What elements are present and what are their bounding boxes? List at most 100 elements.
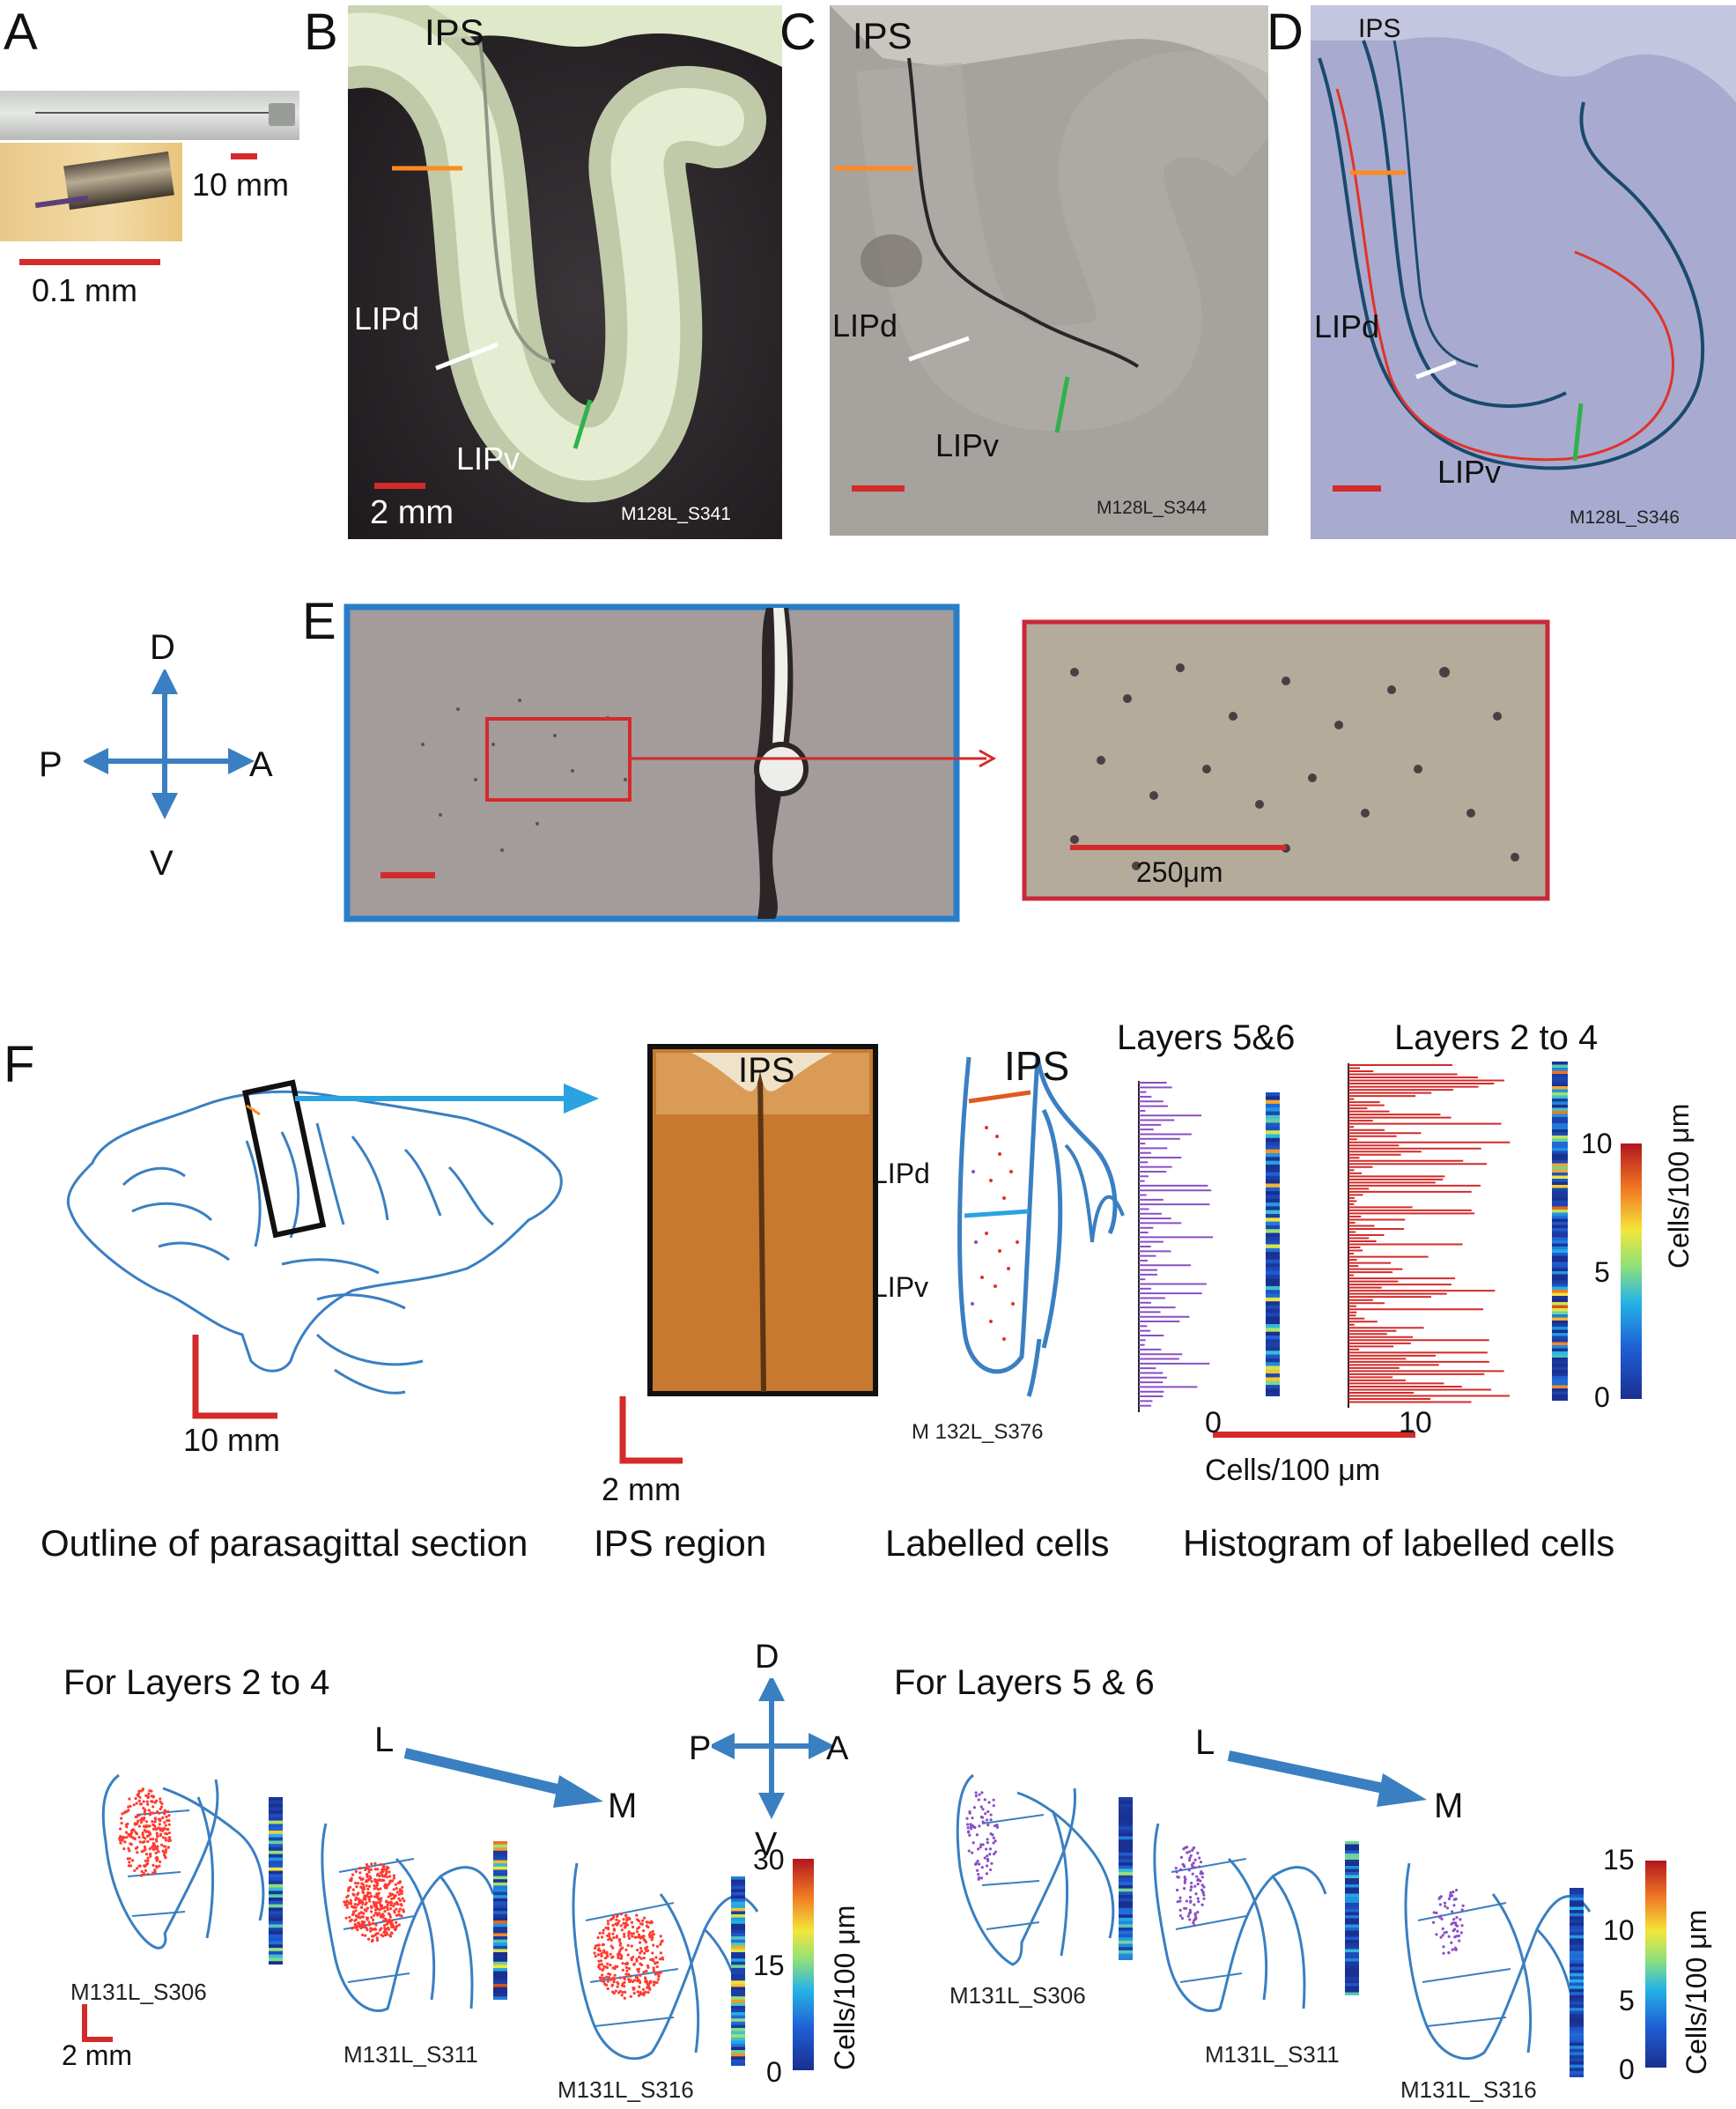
heatbar-cell <box>1570 1903 1584 1907</box>
heatbar-cell <box>1570 1986 1584 1990</box>
scale-label-bottom: 2 mm <box>62 2039 132 2071</box>
labelled-cell-dot <box>166 1828 170 1832</box>
heatbar-cell <box>1552 1333 1568 1336</box>
heatbar-cell <box>1552 1210 1568 1213</box>
heatbar-cell <box>731 2050 745 2054</box>
labelled-cell-dot <box>600 1963 603 1966</box>
labelled-cell-dot <box>654 1961 657 1965</box>
heatbar-cell <box>1552 1136 1568 1139</box>
labelled-cell-dot <box>597 1959 601 1963</box>
heatbar-cell <box>1552 1345 1568 1349</box>
marker-green <box>1054 376 1070 433</box>
labelled-cell-dot <box>379 1887 382 1891</box>
labelled-cell-dot <box>1439 1914 1443 1918</box>
heatbar-cell <box>1552 1062 1568 1065</box>
labelled-cell-dot <box>601 1973 604 1977</box>
heatbar-cell <box>1552 1064 1568 1069</box>
labelled-cell-dot <box>1180 1916 1185 1920</box>
heatbar-cell <box>1552 1123 1568 1127</box>
labelled-cell-dot <box>1439 1895 1443 1898</box>
scale-bar-d <box>1333 485 1381 492</box>
labelled-cell-dot <box>985 1818 989 1822</box>
labelled-cell-dot <box>606 1922 610 1926</box>
heatbar-cell <box>1552 1247 1568 1250</box>
heatbar-cell <box>1266 1164 1280 1169</box>
orient-v: V <box>150 844 174 883</box>
heatbar-cell <box>1570 1897 1584 1901</box>
labelled-cell-dot <box>986 1809 990 1814</box>
label-ips-d: IPS <box>1358 14 1401 43</box>
labelled-cell-dot <box>625 1969 629 1972</box>
heatbar-cell <box>493 1847 507 1852</box>
heatbar-cell <box>1119 1797 1133 1802</box>
section-label-right-306: M131L_S306 <box>949 1982 1086 2009</box>
labelled-cell-dot <box>150 1846 154 1849</box>
heatbar-cell <box>1345 1952 1359 1956</box>
labelled-cell-dot <box>365 1867 368 1870</box>
labelled-cell-dot <box>127 1809 130 1812</box>
heatbar-cell <box>1345 1915 1359 1919</box>
labelled-cell-dot <box>615 1935 618 1939</box>
labelled-cell-dot <box>623 1984 626 1988</box>
label-ips-c: IPS <box>853 15 912 56</box>
heatbar-left-316 <box>731 1876 745 2066</box>
labelled-cell-dot <box>375 1873 379 1877</box>
heatbar-cell <box>269 1883 283 1889</box>
labelled-cell-dot <box>602 1950 605 1954</box>
heatbar-cell <box>1570 2042 1584 2046</box>
heatbar-cell <box>1266 1346 1280 1351</box>
labelled-cell-dot <box>1197 1865 1201 1868</box>
labelled-cell-dot <box>393 1911 396 1914</box>
heatbar-cell <box>1266 1385 1280 1389</box>
labelled-cell-dot <box>345 1906 349 1909</box>
labelled-cell-dot <box>986 1859 990 1862</box>
heatbar-cell <box>1552 1142 1568 1145</box>
labelled-cell-dot <box>602 1928 605 1932</box>
heatbar-cell <box>1119 1865 1133 1869</box>
labelled-cell-dot <box>373 1913 376 1917</box>
heatbar-cell <box>1119 1868 1133 1873</box>
heatbar-cell <box>1570 2010 1584 2015</box>
heatbar-cell <box>1552 1126 1568 1130</box>
heatbar-cell <box>269 1954 283 1958</box>
labelled-cell-dot <box>1199 1879 1202 1883</box>
label-lipv-d: LIPv <box>1437 454 1502 490</box>
heatbar-cell <box>1570 1944 1584 1949</box>
section-left-316 <box>572 1862 759 2062</box>
labelled-cell-dot <box>155 1832 159 1835</box>
heatbar-cell <box>1266 1282 1280 1287</box>
labelled-cell-dot <box>144 1830 148 1833</box>
cbar-right-tick-15: 15 <box>1603 1844 1635 1876</box>
labelled-cell-dot <box>981 1808 985 1811</box>
heatbar-cell <box>1119 1895 1133 1899</box>
labelled-cell-dot <box>1439 1935 1443 1939</box>
scale-bar-250um <box>1070 845 1286 850</box>
micrograph-d <box>1311 5 1736 539</box>
labelled-cell-dot <box>977 1798 980 1802</box>
heatbar-cell <box>1266 1358 1280 1363</box>
labelled-cell-dot <box>627 1967 631 1971</box>
labelled-cell-dot <box>1451 1894 1454 1898</box>
heatbar-cell <box>1266 1225 1280 1230</box>
heatbar-cell <box>1552 1271 1568 1275</box>
heatbar-cell <box>1552 1194 1568 1198</box>
heatbar-cell <box>1570 1957 1584 1961</box>
heatbar-cell <box>1552 1077 1568 1081</box>
labelled-cell-dot <box>402 1908 405 1912</box>
labelled-cell-dot <box>627 1972 631 1976</box>
labelled-cell-dot <box>599 1959 603 1963</box>
heatbar-cell <box>1570 1926 1584 1930</box>
heatbar-cell <box>731 2037 745 2041</box>
labelled-cell-dot <box>389 1900 393 1904</box>
labelled-cell-dot <box>971 1851 974 1854</box>
heatbar-cell <box>493 1905 507 1909</box>
labelled-cell-dot <box>616 1980 619 1984</box>
heatbar-cell <box>731 1952 745 1957</box>
labelled-cell-dot <box>130 1859 135 1862</box>
labelled-cell-dot <box>994 1850 998 1854</box>
labelled-cell-dot <box>989 1813 993 1817</box>
heatbar-cell <box>1266 1339 1280 1344</box>
heatbar-cell <box>1266 1365 1280 1371</box>
cbar-f-tick-10: 10 <box>1581 1128 1613 1159</box>
heatbar-cell <box>1552 1308 1568 1312</box>
